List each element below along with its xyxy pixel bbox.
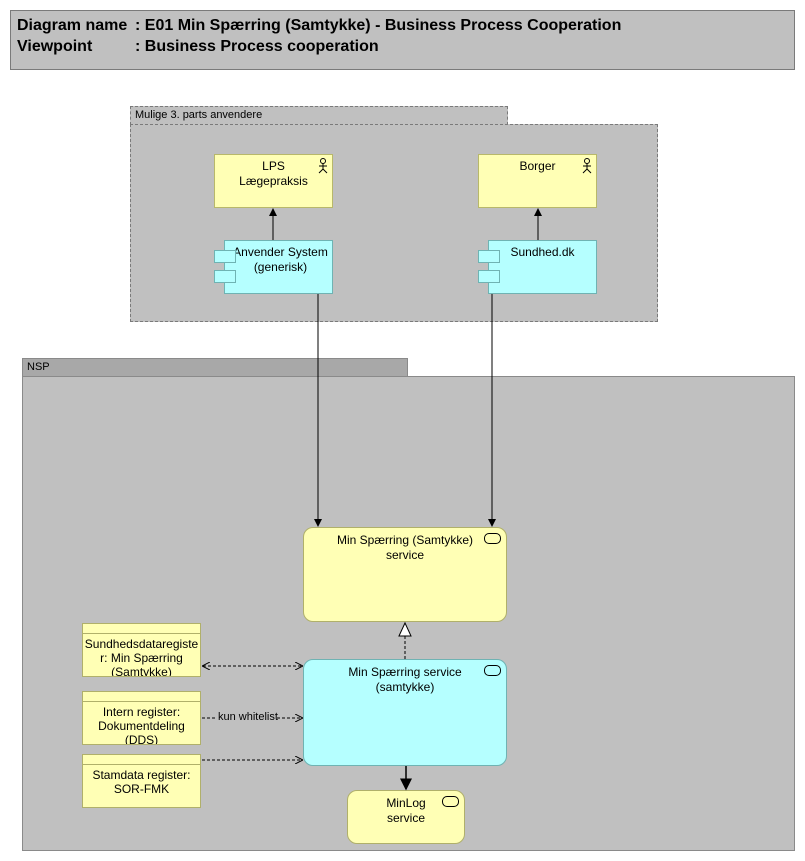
service-icon (442, 796, 459, 807)
viewpoint-row: Viewpoint : Business Process cooperation (17, 38, 379, 56)
data-object-sundhedsdata-label: Sundhedsdataregiste r: Min Spærring (Sam… (83, 634, 200, 677)
service-icon (484, 665, 501, 676)
component-anvender-system[interactable]: Anvender System (generisk) (224, 240, 333, 294)
data-object-stamdata-register[interactable]: Stamdata register: SOR-FMK (82, 754, 201, 808)
diagram-name-row: Diagram name : E01 Min Spærring (Samtykke… (17, 17, 621, 35)
diagram-name-value: : E01 Min Spærring (Samtykke) - Business… (135, 17, 622, 34)
data-object-intern-line2: Dokumentdeling (98, 719, 185, 733)
data-object-sundhedsdata-line1: Sundhedsdataregiste (84, 637, 199, 651)
data-object-sundhedsdata-line3: (Samtykke) (111, 665, 172, 677)
component-anvender-line1: Anvender System (233, 245, 328, 259)
component-tab-icon (214, 270, 236, 283)
group-tab-nsp[interactable]: NSP (22, 358, 408, 377)
component-tab-icon (478, 250, 500, 263)
actor-icon (318, 158, 328, 174)
actor-borger-label: Borger (519, 159, 556, 173)
data-object-intern-line3: (DDS) (124, 733, 159, 745)
service-app-label: Min Spærring service (samtykke) (304, 660, 506, 695)
data-object-stamdata-line2: SOR-FMK (113, 782, 170, 796)
viewpoint-value: : Business Process cooperation (135, 38, 379, 55)
service-app-line1: Min Spærring service (348, 665, 462, 679)
data-object-band (83, 692, 200, 702)
data-object-sundhedsdata-line2: r: Min Spærring (100, 651, 183, 665)
actor-lps-label: LPS Lægepraksis (215, 155, 332, 189)
service-min-sparring-label: Min Spærring (Samtykke) service (304, 528, 506, 563)
actor-lps-line1: LPS (262, 159, 285, 173)
actor-lps-line2: Lægepraksis (239, 174, 308, 188)
service-minlog-label: MinLog service (348, 791, 464, 826)
relation-label-whitelist: kun whitelist (218, 711, 278, 723)
component-sundhed-label: Sundhed.dk (510, 245, 575, 259)
viewpoint-label: Viewpoint (17, 38, 93, 55)
data-object-band (83, 624, 200, 634)
service-min-sparring-app[interactable]: Min Spærring service (samtykke) (303, 659, 507, 766)
component-anvender-label: Anvender System (generisk) (225, 241, 332, 275)
component-anvender-line2: (generisk) (253, 260, 308, 274)
actor-lps[interactable]: LPS Lægepraksis (214, 154, 333, 208)
service-minlog[interactable]: MinLog service (347, 790, 465, 844)
actor-borger[interactable]: Borger (478, 154, 597, 208)
diagram-header: Diagram name : E01 Min Spærring (Samtykke… (10, 10, 795, 70)
component-tab-icon (478, 270, 500, 283)
data-object-stamdata-line1: Stamdata register: (92, 768, 191, 782)
actor-icon (582, 158, 592, 174)
data-object-intern-register[interactable]: Intern register: Dokumentdeling (DDS) (82, 691, 201, 745)
service-min-sparring-line2: service (385, 548, 424, 562)
service-min-sparring[interactable]: Min Spærring (Samtykke) service (303, 527, 507, 622)
component-tab-icon (214, 250, 236, 263)
data-object-intern-line1: Intern register: (102, 705, 181, 719)
service-icon (484, 533, 501, 544)
component-sundhed-dk[interactable]: Sundhed.dk (488, 240, 597, 294)
service-minlog-line2: service (386, 811, 425, 825)
diagram-name-label: Diagram name (17, 17, 128, 34)
group-tab-third-party[interactable]: Mulige 3. parts anvendere (130, 106, 508, 125)
data-object-stamdata-label: Stamdata register: SOR-FMK (83, 765, 200, 796)
data-object-intern-label: Intern register: Dokumentdeling (DDS) (83, 702, 200, 745)
service-minlog-line1: MinLog (386, 796, 426, 810)
service-app-line2: (samtykke) (375, 680, 435, 694)
data-object-band (83, 755, 200, 765)
data-object-sundhedsdataregister[interactable]: Sundhedsdataregiste r: Min Spærring (Sam… (82, 623, 201, 677)
service-min-sparring-line1: Min Spærring (Samtykke) (336, 533, 474, 547)
